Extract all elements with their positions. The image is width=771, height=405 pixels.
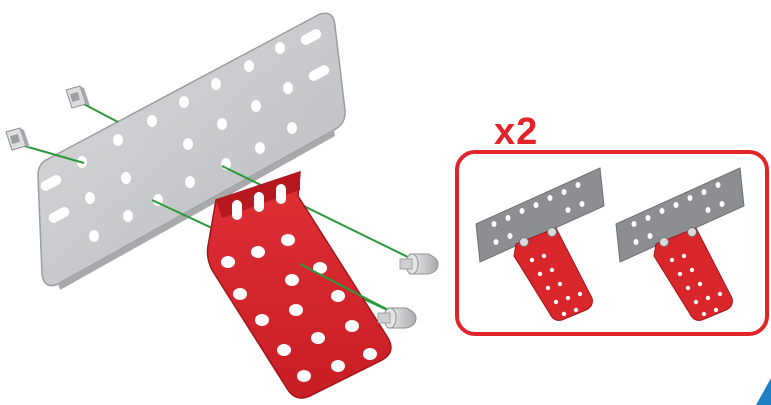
hex-socket-bolt-icon [378,308,416,328]
flanged-plate-red [208,172,391,398]
corner-accent-shape [756,378,771,405]
quantity-label: x2 [494,112,538,152]
